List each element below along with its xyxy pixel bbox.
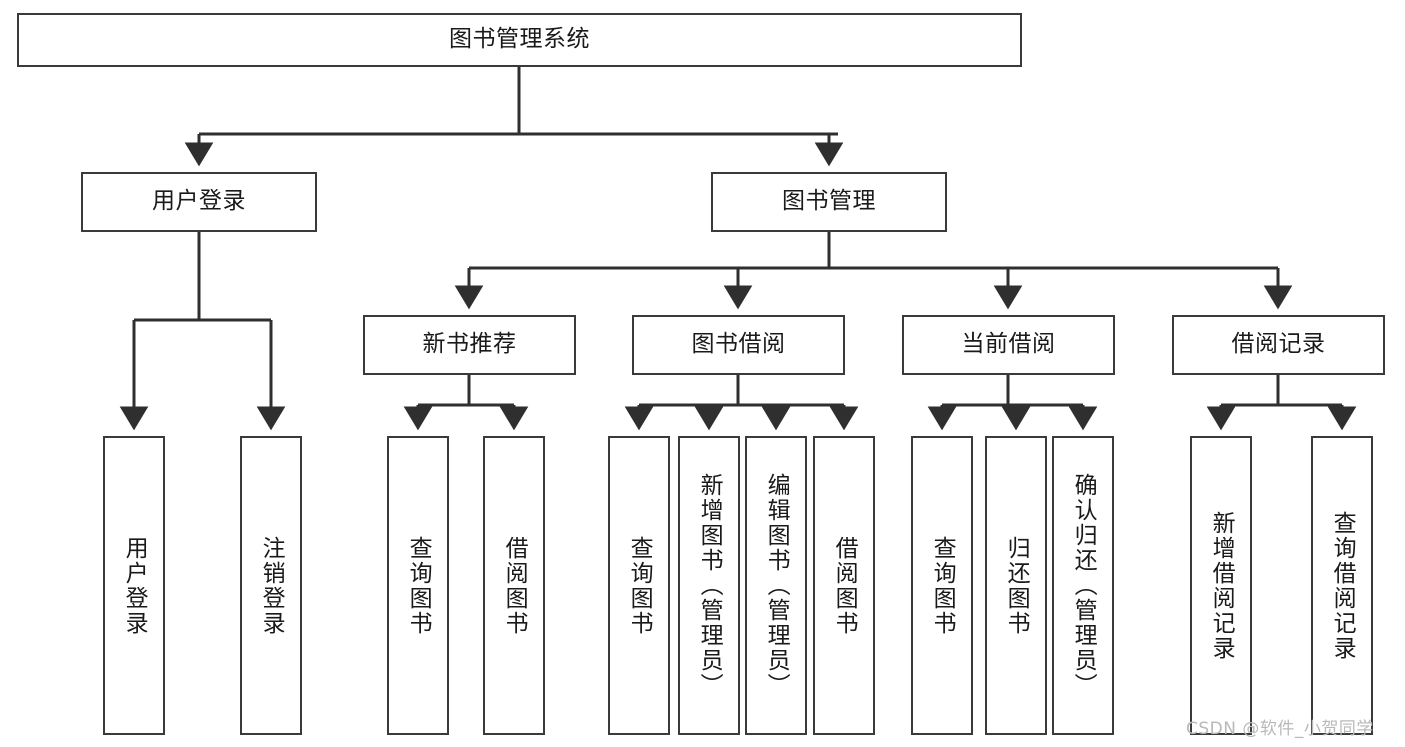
node-leaf-query-book-1[interactable]: 查询图书 xyxy=(387,436,449,735)
node-leaf-borrow-book-2-label: 借阅图书 xyxy=(831,535,858,636)
node-leaf-query-book-2[interactable]: 查询图书 xyxy=(608,436,670,735)
node-new-book-recommend[interactable]: 新书推荐 xyxy=(363,315,576,375)
node-root-label: 图书管理系统 xyxy=(449,26,590,53)
node-user-login-label: 用户登录 xyxy=(152,188,246,215)
node-current-borrow-label: 当前借阅 xyxy=(961,331,1056,358)
node-book-manage[interactable]: 图书管理 xyxy=(711,172,947,232)
node-leaf-user-login-label: 用户登录 xyxy=(121,535,148,636)
node-book-borrow-label: 图书借阅 xyxy=(691,331,786,358)
node-borrow-record[interactable]: 借阅记录 xyxy=(1172,315,1385,375)
node-book-borrow[interactable]: 图书借阅 xyxy=(632,315,845,375)
watermark-text: CSDN @软件_小贺同学 xyxy=(1186,719,1374,739)
node-leaf-borrow-book-1-label: 借阅图书 xyxy=(501,535,528,636)
node-leaf-user-login[interactable]: 用户登录 xyxy=(103,436,165,735)
node-leaf-borrow-book-1[interactable]: 借阅图书 xyxy=(483,436,545,735)
node-borrow-record-label: 借阅记录 xyxy=(1231,331,1326,358)
node-leaf-edit-book-label: 编辑图书（管理员） xyxy=(763,473,790,698)
node-leaf-query-record-label: 查询借阅记录 xyxy=(1329,510,1356,661)
node-leaf-user-logout-label: 注销登录 xyxy=(258,535,285,636)
node-leaf-return-book[interactable]: 归还图书 xyxy=(985,436,1047,735)
node-leaf-confirm-return[interactable]: 确认归还（管理员） xyxy=(1052,436,1114,735)
node-new-book-recommend-label: 新书推荐 xyxy=(422,331,517,358)
node-user-login[interactable]: 用户登录 xyxy=(81,172,317,232)
node-leaf-add-record[interactable]: 新增借阅记录 xyxy=(1190,436,1252,735)
node-leaf-query-book-3-label: 查询图书 xyxy=(929,535,956,636)
node-leaf-query-book-1-label: 查询图书 xyxy=(405,535,432,636)
node-leaf-edit-book[interactable]: 编辑图书（管理员） xyxy=(745,436,807,735)
node-root[interactable]: 图书管理系统 xyxy=(17,13,1022,67)
node-current-borrow[interactable]: 当前借阅 xyxy=(902,315,1115,375)
node-leaf-add-book-label: 新增图书（管理员） xyxy=(696,473,723,698)
node-book-manage-label: 图书管理 xyxy=(782,188,876,215)
node-leaf-confirm-return-label: 确认归还（管理员） xyxy=(1070,473,1097,698)
node-leaf-query-book-3[interactable]: 查询图书 xyxy=(911,436,973,735)
node-leaf-query-record[interactable]: 查询借阅记录 xyxy=(1311,436,1373,735)
node-leaf-query-book-2-label: 查询图书 xyxy=(626,535,653,636)
node-leaf-add-book[interactable]: 新增图书（管理员） xyxy=(678,436,740,735)
node-leaf-return-book-label: 归还图书 xyxy=(1003,535,1030,636)
node-leaf-borrow-book-2[interactable]: 借阅图书 xyxy=(813,436,875,735)
node-leaf-user-logout[interactable]: 注销登录 xyxy=(240,436,302,735)
node-leaf-add-record-label: 新增借阅记录 xyxy=(1208,510,1235,661)
